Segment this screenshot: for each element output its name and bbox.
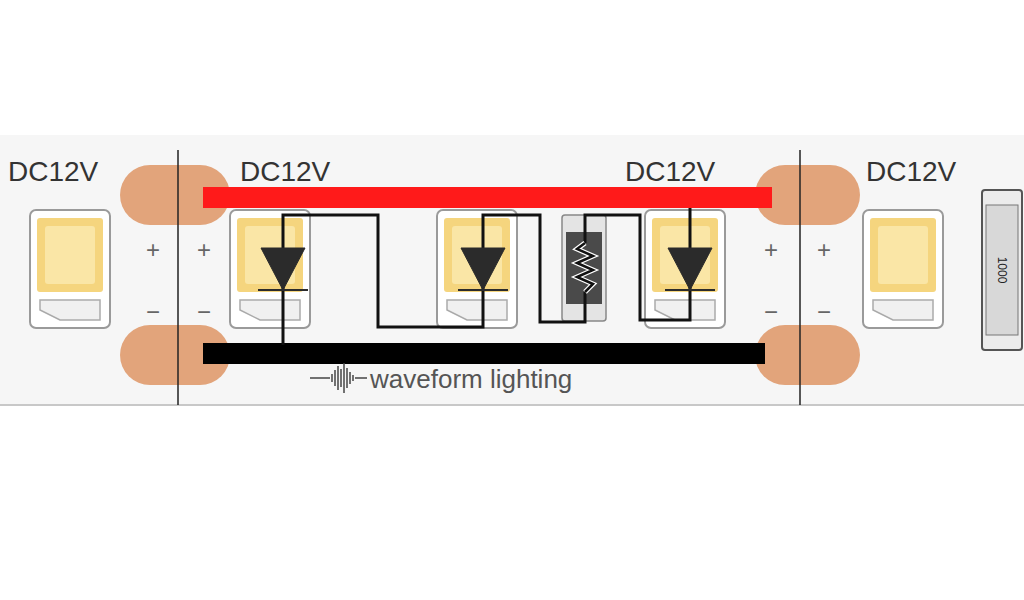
polarity-mark: −	[197, 300, 211, 324]
led-chip	[437, 210, 517, 328]
polarity-mark: −	[817, 300, 831, 324]
voltage-label: DC12V	[866, 158, 956, 186]
strip-edge	[0, 404, 1024, 406]
watermark: waveform lighting	[370, 366, 572, 392]
solder-pad	[755, 325, 860, 385]
negative-rail	[203, 343, 765, 364]
cut-line	[177, 150, 179, 405]
polarity-mark: +	[764, 238, 778, 262]
led-chip	[645, 210, 725, 328]
led-chip	[863, 210, 943, 328]
circuit-wire	[283, 208, 690, 345]
polarity-mark: −	[764, 300, 778, 324]
cut-line	[799, 150, 801, 405]
positive-rail	[203, 187, 772, 208]
resistor-symbol	[577, 243, 593, 292]
polarity-mark: +	[146, 238, 160, 262]
resistor-chip	[982, 190, 1022, 350]
voltage-label: DC12V	[240, 158, 330, 186]
polarity-mark: +	[197, 238, 211, 262]
strip-base	[0, 135, 1024, 405]
voltage-label: DC12V	[8, 158, 98, 186]
resistor-symbol	[577, 243, 593, 292]
watermark-icon	[310, 363, 367, 393]
led-chip	[230, 210, 310, 328]
polarity-mark: +	[817, 238, 831, 262]
voltage-label: DC12V	[625, 158, 715, 186]
resistor-code: 1000	[996, 257, 1008, 284]
diode-symbol	[258, 248, 715, 290]
polarity-mark: −	[146, 300, 160, 324]
led-chip	[30, 210, 110, 328]
